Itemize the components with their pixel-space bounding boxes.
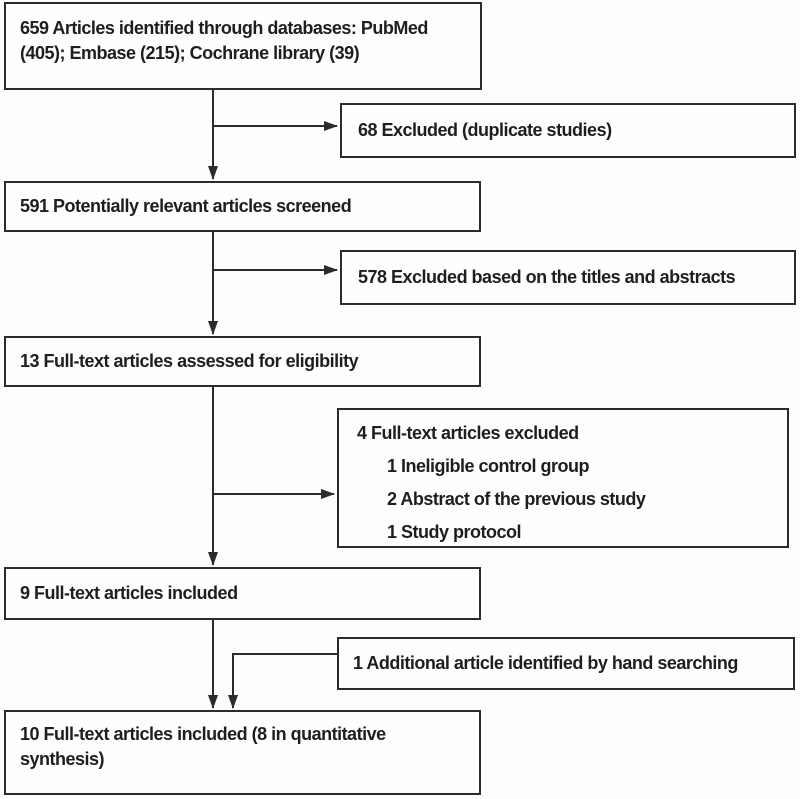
excluded-reason-item: 2 Abstract of the previous study bbox=[387, 489, 646, 509]
box-additional-article: 1 Additional article identified by hand … bbox=[337, 637, 795, 690]
box-fulltext-excluded: 4 Full-text articles excluded 1 Ineligib… bbox=[337, 408, 789, 548]
excluded-reason-item: 1 Ineligible control group bbox=[387, 456, 590, 476]
box-articles-identified-text: 659 Articles identified through database… bbox=[20, 18, 428, 63]
box-fulltext-assessed-text: 13 Full-text articles assessed for eligi… bbox=[20, 351, 359, 371]
excluded-reason-item: 1 Study protocol bbox=[387, 522, 522, 542]
box-excluded-duplicates: 68 Excluded (duplicate studies) bbox=[340, 103, 796, 158]
box-additional-article-text: 1 Additional article identified by hand … bbox=[353, 653, 738, 673]
box-articles-screened: 591 Potentially relevant articles screen… bbox=[4, 181, 481, 232]
box-final-included-text: 10 Full-text articles included (8 in qua… bbox=[20, 724, 386, 769]
box-final-included: 10 Full-text articles included (8 in qua… bbox=[4, 710, 481, 795]
box-fulltext-assessed: 13 Full-text articles assessed for eligi… bbox=[4, 336, 481, 387]
box-excluded-titles-abstracts-text: 578 Excluded based on the titles and abs… bbox=[358, 267, 736, 287]
box-articles-screened-text: 591 Potentially relevant articles screen… bbox=[20, 196, 352, 216]
box-excluded-titles-abstracts: 578 Excluded based on the titles and abs… bbox=[340, 250, 796, 305]
box-fulltext-excluded-title: 4 Full-text articles excluded bbox=[357, 423, 579, 443]
box-fulltext-included: 9 Full-text articles included bbox=[4, 567, 481, 620]
box-fulltext-included-text: 9 Full-text articles included bbox=[20, 583, 238, 603]
box-excluded-duplicates-text: 68 Excluded (duplicate studies) bbox=[358, 120, 612, 140]
box-articles-identified: 659 Articles identified through database… bbox=[4, 2, 482, 90]
arrow-additional-to-final bbox=[228, 653, 337, 709]
